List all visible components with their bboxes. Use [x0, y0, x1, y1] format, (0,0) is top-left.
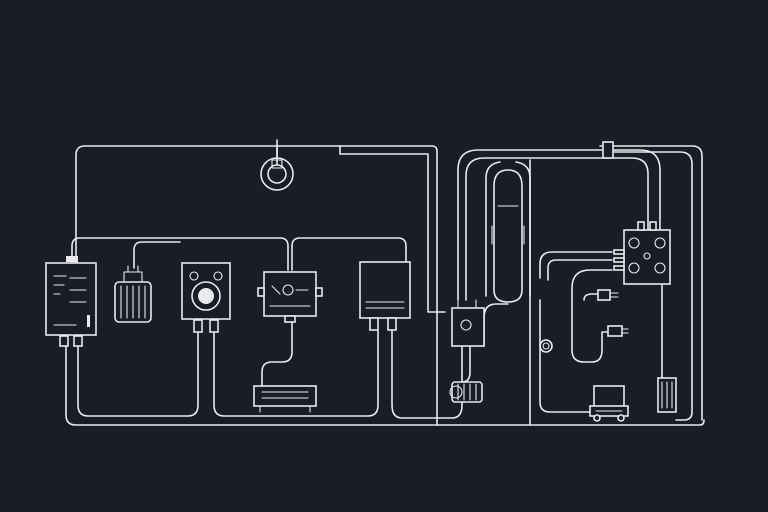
wire-panel-feed-1 — [539, 251, 613, 279]
wire-cart — [539, 299, 593, 413]
coil-motor-icon — [449, 381, 483, 403]
vertical-heater-loop-icon — [485, 161, 531, 303]
wire-switch-up — [483, 303, 509, 347]
ceiling-fixture-icon — [260, 139, 294, 191]
wire-distribution-bus — [71, 237, 289, 271]
charger-cart-icon — [589, 385, 629, 422]
wire-panel-feed-3 — [571, 269, 613, 351]
wiring-lines — [65, 145, 705, 426]
radiator-icon — [657, 377, 677, 413]
wire-right-frame — [599, 145, 703, 421]
wire-panel-feed-2 — [547, 259, 613, 281]
ring-terminal-icon — [539, 339, 553, 353]
wire-plug-1 — [583, 293, 601, 301]
wire-panel-outlet-loop — [77, 331, 199, 417]
terminal-block-icon — [253, 385, 317, 413]
control-panel-knobs-icon — [602, 141, 671, 285]
outlet-box-icon — [181, 262, 231, 333]
wire-top-right — [339, 145, 446, 313]
wire-bottom-main — [65, 344, 705, 426]
control-module-icon — [257, 271, 323, 323]
wire-right-frame-2 — [611, 151, 693, 421]
junction-box-icon — [359, 261, 411, 331]
plug-connector-icon — [597, 289, 629, 337]
small-switch-icon — [451, 299, 485, 347]
wire-switch-down — [461, 345, 471, 383]
wire-right-inner — [465, 157, 649, 301]
wire-right-outer — [457, 149, 661, 301]
heater-coil-icon — [114, 265, 152, 323]
wire-outlet-junction-loop — [213, 329, 379, 417]
wire-junction-right — [391, 329, 463, 419]
electrical-panel-icon — [45, 256, 97, 347]
wire-bus-junction — [291, 237, 407, 271]
wire-module-terminal — [261, 317, 293, 387]
wire-top-main — [75, 145, 438, 426]
wire-bus-heater — [133, 241, 181, 269]
wire-plug-loop — [571, 331, 613, 363]
